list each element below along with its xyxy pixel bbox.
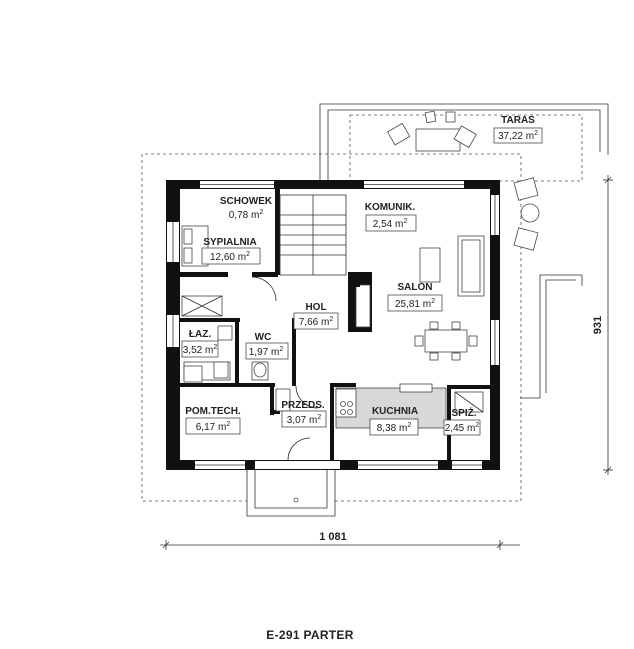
room-label-sypialnia: SYPIALNIA 12,60 m2 <box>201 237 261 265</box>
svg-text:3,07 m2: 3,07 m2 <box>287 414 322 426</box>
dimension-width: 1 081 <box>160 531 520 550</box>
svg-text:3,52 m2: 3,52 m2 <box>183 344 218 356</box>
svg-text:25,81 m2: 25,81 m2 <box>395 298 435 310</box>
room-label-taras: TARAS 37,22 m2 <box>493 115 543 144</box>
svg-text:POM.TECH.: POM.TECH. <box>185 406 241 417</box>
room-label-salon: SALON 25,81 m2 <box>387 282 443 312</box>
plan-caption: E-291 PARTER <box>266 628 353 642</box>
svg-text:6,17 m2: 6,17 m2 <box>196 421 231 433</box>
room-label-kuchnia: KUCHNIA 8,38 m2 <box>369 406 419 436</box>
terrace-furniture <box>387 110 540 251</box>
svg-text:2,54 m2: 2,54 m2 <box>373 218 408 230</box>
svg-text:0,78 m2: 0,78 m2 <box>229 209 264 221</box>
svg-text:KUCHNIA: KUCHNIA <box>372 406 418 417</box>
svg-text:37,22 m2: 37,22 m2 <box>498 130 538 142</box>
room-label-spiz: SPIŻ. 2,45 m2 <box>443 406 481 436</box>
svg-text:PRZEDS.: PRZEDS. <box>281 400 325 411</box>
svg-text:TARAS: TARAS <box>501 115 535 126</box>
svg-text:SYPIALNIA: SYPIALNIA <box>203 237 256 248</box>
dimension-width-label: 1 081 <box>319 531 347 543</box>
room-label-pomtech: POM.TECH. 6,17 m2 <box>185 406 241 435</box>
roof-outline <box>141 153 522 502</box>
room-label-przeds: PRZEDS. 3,07 m2 <box>281 400 327 428</box>
svg-text:SCHOWEK: SCHOWEK <box>220 196 273 207</box>
svg-text:1,97 m2: 1,97 m2 <box>249 346 284 358</box>
svg-text:7,66 m2: 7,66 m2 <box>299 316 334 328</box>
room-label-laz: ŁAZ. 3,52 m2 <box>181 329 219 358</box>
room-label-schowek: SCHOWEK 0,78 m2 <box>220 196 273 221</box>
exterior-walls <box>166 180 500 470</box>
dimension-depth-label: 931 <box>592 316 604 334</box>
room-label-wc: WC 1,97 m2 <box>245 332 289 360</box>
dimension-depth: 931 <box>592 175 613 475</box>
svg-text:12,60 m2: 12,60 m2 <box>210 251 250 263</box>
svg-text:HOL: HOL <box>305 302 326 313</box>
svg-text:KOMUNIK.: KOMUNIK. <box>365 202 416 213</box>
svg-text:SPIŻ.: SPIŻ. <box>451 406 476 419</box>
svg-text:WC: WC <box>255 332 272 343</box>
svg-text:ŁAZ.: ŁAZ. <box>189 329 211 340</box>
room-label-komunik: KOMUNIK. 2,54 m2 <box>365 202 417 232</box>
svg-text:SALON: SALON <box>398 282 433 293</box>
svg-text:2,45 m2: 2,45 m2 <box>445 422 480 434</box>
svg-text:8,38 m2: 8,38 m2 <box>377 422 412 434</box>
room-label-hol: HOL 7,66 m2 <box>293 302 339 330</box>
